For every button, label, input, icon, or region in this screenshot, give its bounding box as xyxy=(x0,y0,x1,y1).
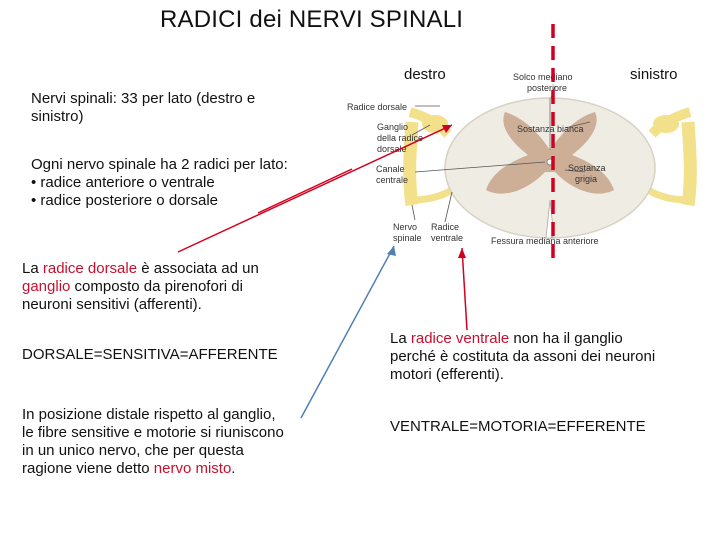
label-ganglio-3: dorsale xyxy=(377,144,407,154)
pointer-two-roots xyxy=(257,168,353,214)
label-sinistro: sinistro xyxy=(630,66,678,83)
highlight-radice-ventrale: radice ventrale xyxy=(410,330,510,347)
spinal-nerve-left xyxy=(403,121,419,207)
label-sostanza-grigia-1: Sostanza xyxy=(568,163,606,173)
label-radice-ventrale-2: ventrale xyxy=(431,233,463,243)
label-canale-2: centrale xyxy=(376,175,408,185)
label-solco-1: Solco mediano xyxy=(513,72,573,82)
paragraph-ventral-root: La radice ventrale non ha il ganglio per… xyxy=(390,330,656,383)
pointer-ventral-root xyxy=(461,247,468,331)
highlight-nervo-misto: nervo misto xyxy=(153,460,232,477)
ganglion-right xyxy=(653,115,679,133)
page-title: RADICI dei NERVI SPINALI xyxy=(160,6,464,33)
highlight-radice-dorsale: radice dorsale xyxy=(42,260,138,277)
label-ganglio-1: Ganglio xyxy=(377,122,408,132)
paragraph-mixed-nerve: In posizione distale rispetto al ganglio… xyxy=(22,406,284,477)
gray-matter xyxy=(486,112,614,194)
label-sostanza-grigia-2: grigia xyxy=(575,174,597,184)
paragraph-nerve-count: Nervi spinali: 33 per lato (destro e sin… xyxy=(31,90,256,125)
label-radice-dorsale: Radice dorsale xyxy=(347,102,407,112)
label-nervo-1: Nervo xyxy=(393,222,417,232)
label-solco-2: posteriore xyxy=(527,83,567,93)
label-nervo-2: spinale xyxy=(393,233,422,243)
paragraph-two-roots: Ogni nervo spinale ha 2 radici per lato:… xyxy=(31,156,288,209)
highlight-ganglio: ganglio xyxy=(22,278,71,295)
pointer-dorsal-root xyxy=(177,124,453,253)
label-fessura: Fessura mediana anteriore xyxy=(491,236,599,246)
paragraph-dorsal-root: La radice dorsale è associata ad un gang… xyxy=(22,260,259,313)
label-ganglio-2: della radice xyxy=(377,133,423,143)
label-sostanza-bianca: Sostanza bianca xyxy=(517,124,584,134)
ganglion-left xyxy=(422,115,448,133)
spinal-nerve-right xyxy=(681,121,697,207)
pointer-mixed-nerve xyxy=(300,245,395,419)
label-ventrale-motoria: VENTRALE=MOTORIA=EFFERENTE xyxy=(390,418,646,435)
label-destro: destro xyxy=(404,66,446,83)
label-radice-ventrale-1: Radice xyxy=(431,222,459,232)
label-canale-1: Canale xyxy=(376,164,405,174)
label-dorsale-sensitiva: DORSALE=SENSITIVA=AFFERENTE xyxy=(22,346,278,363)
